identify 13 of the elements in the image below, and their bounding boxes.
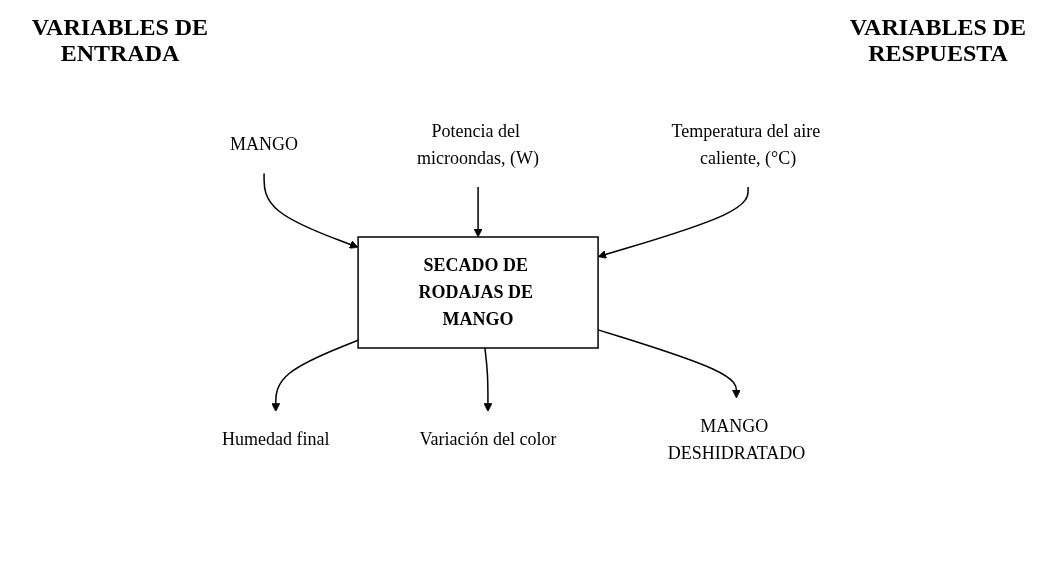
arrow (263, 172, 359, 249)
node-text: Variación del color (419, 429, 557, 450)
arrow (473, 186, 483, 238)
node-box: SECADO DE RODAJAS DE MANGO (357, 236, 599, 349)
column-heading: VARIABLES DE ENTRADA (30, 14, 210, 67)
node-text: Temperatura del aire caliente, (°C) (671, 121, 821, 168)
node-text: Humedad final (221, 429, 330, 450)
arrow (271, 339, 359, 412)
node-text: MANGO DESHIDRATADO (667, 415, 806, 463)
column-heading: VARIABLES DE RESPUESTA (848, 14, 1028, 67)
node-text: MANGO (230, 134, 299, 155)
node-text: Potencia del microondas, (W) (417, 121, 540, 168)
arrow (483, 347, 493, 412)
